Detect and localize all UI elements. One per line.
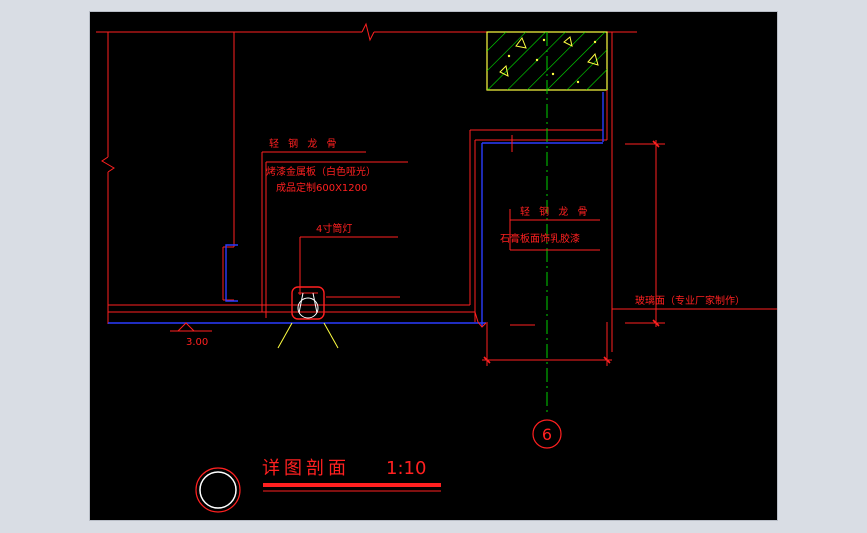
light-keel-label-left: 轻 钢 龙 骨 [269,137,340,150]
detail-scale: 1:10 [386,458,426,479]
right-label-leaders [509,209,777,310]
dimension-lines [482,135,665,366]
elevation-marker [170,322,212,332]
axis-bubble [532,419,562,449]
axis-number: 6 [542,425,552,444]
detail-title: 详图剖面 [262,458,350,479]
right-wall-lines [469,32,613,352]
light-keel-channel [225,244,238,302]
metal-panel-spec: 成品定制600X1200 [276,181,367,194]
cad-viewport[interactable]: 轻 钢 龙 骨 烤漆金属板（白色哑光） 成品定制600X1200 4寸筒灯 3.… [90,12,777,520]
dimension-ticks [483,140,660,364]
glass-surface-label: 玻璃面（专业厂家制作） [635,294,745,307]
left-wall-edge [101,32,115,324]
light-keel-label-right: 轻 钢 龙 骨 [520,205,591,218]
detail-section-drawing: 轻 钢 龙 骨 烤漆金属板（白色哑光） 成品定制600X1200 4寸筒灯 3.… [96,22,777,513]
left-label-leaders [261,151,408,318]
gypsum-board-label: 石膏板面饰乳胶漆 [500,232,580,245]
ceiling-layers [108,304,487,328]
hanger-rod [222,32,235,301]
metal-panel-label: 烤漆金属板（白色哑光） [266,165,376,178]
title-symbol [195,467,441,513]
downlight-label: 4寸筒灯 [316,222,352,235]
downlight-fixture [277,286,339,349]
elevation-value: 3.00 [186,337,208,348]
glass-frame-blue [481,92,604,327]
